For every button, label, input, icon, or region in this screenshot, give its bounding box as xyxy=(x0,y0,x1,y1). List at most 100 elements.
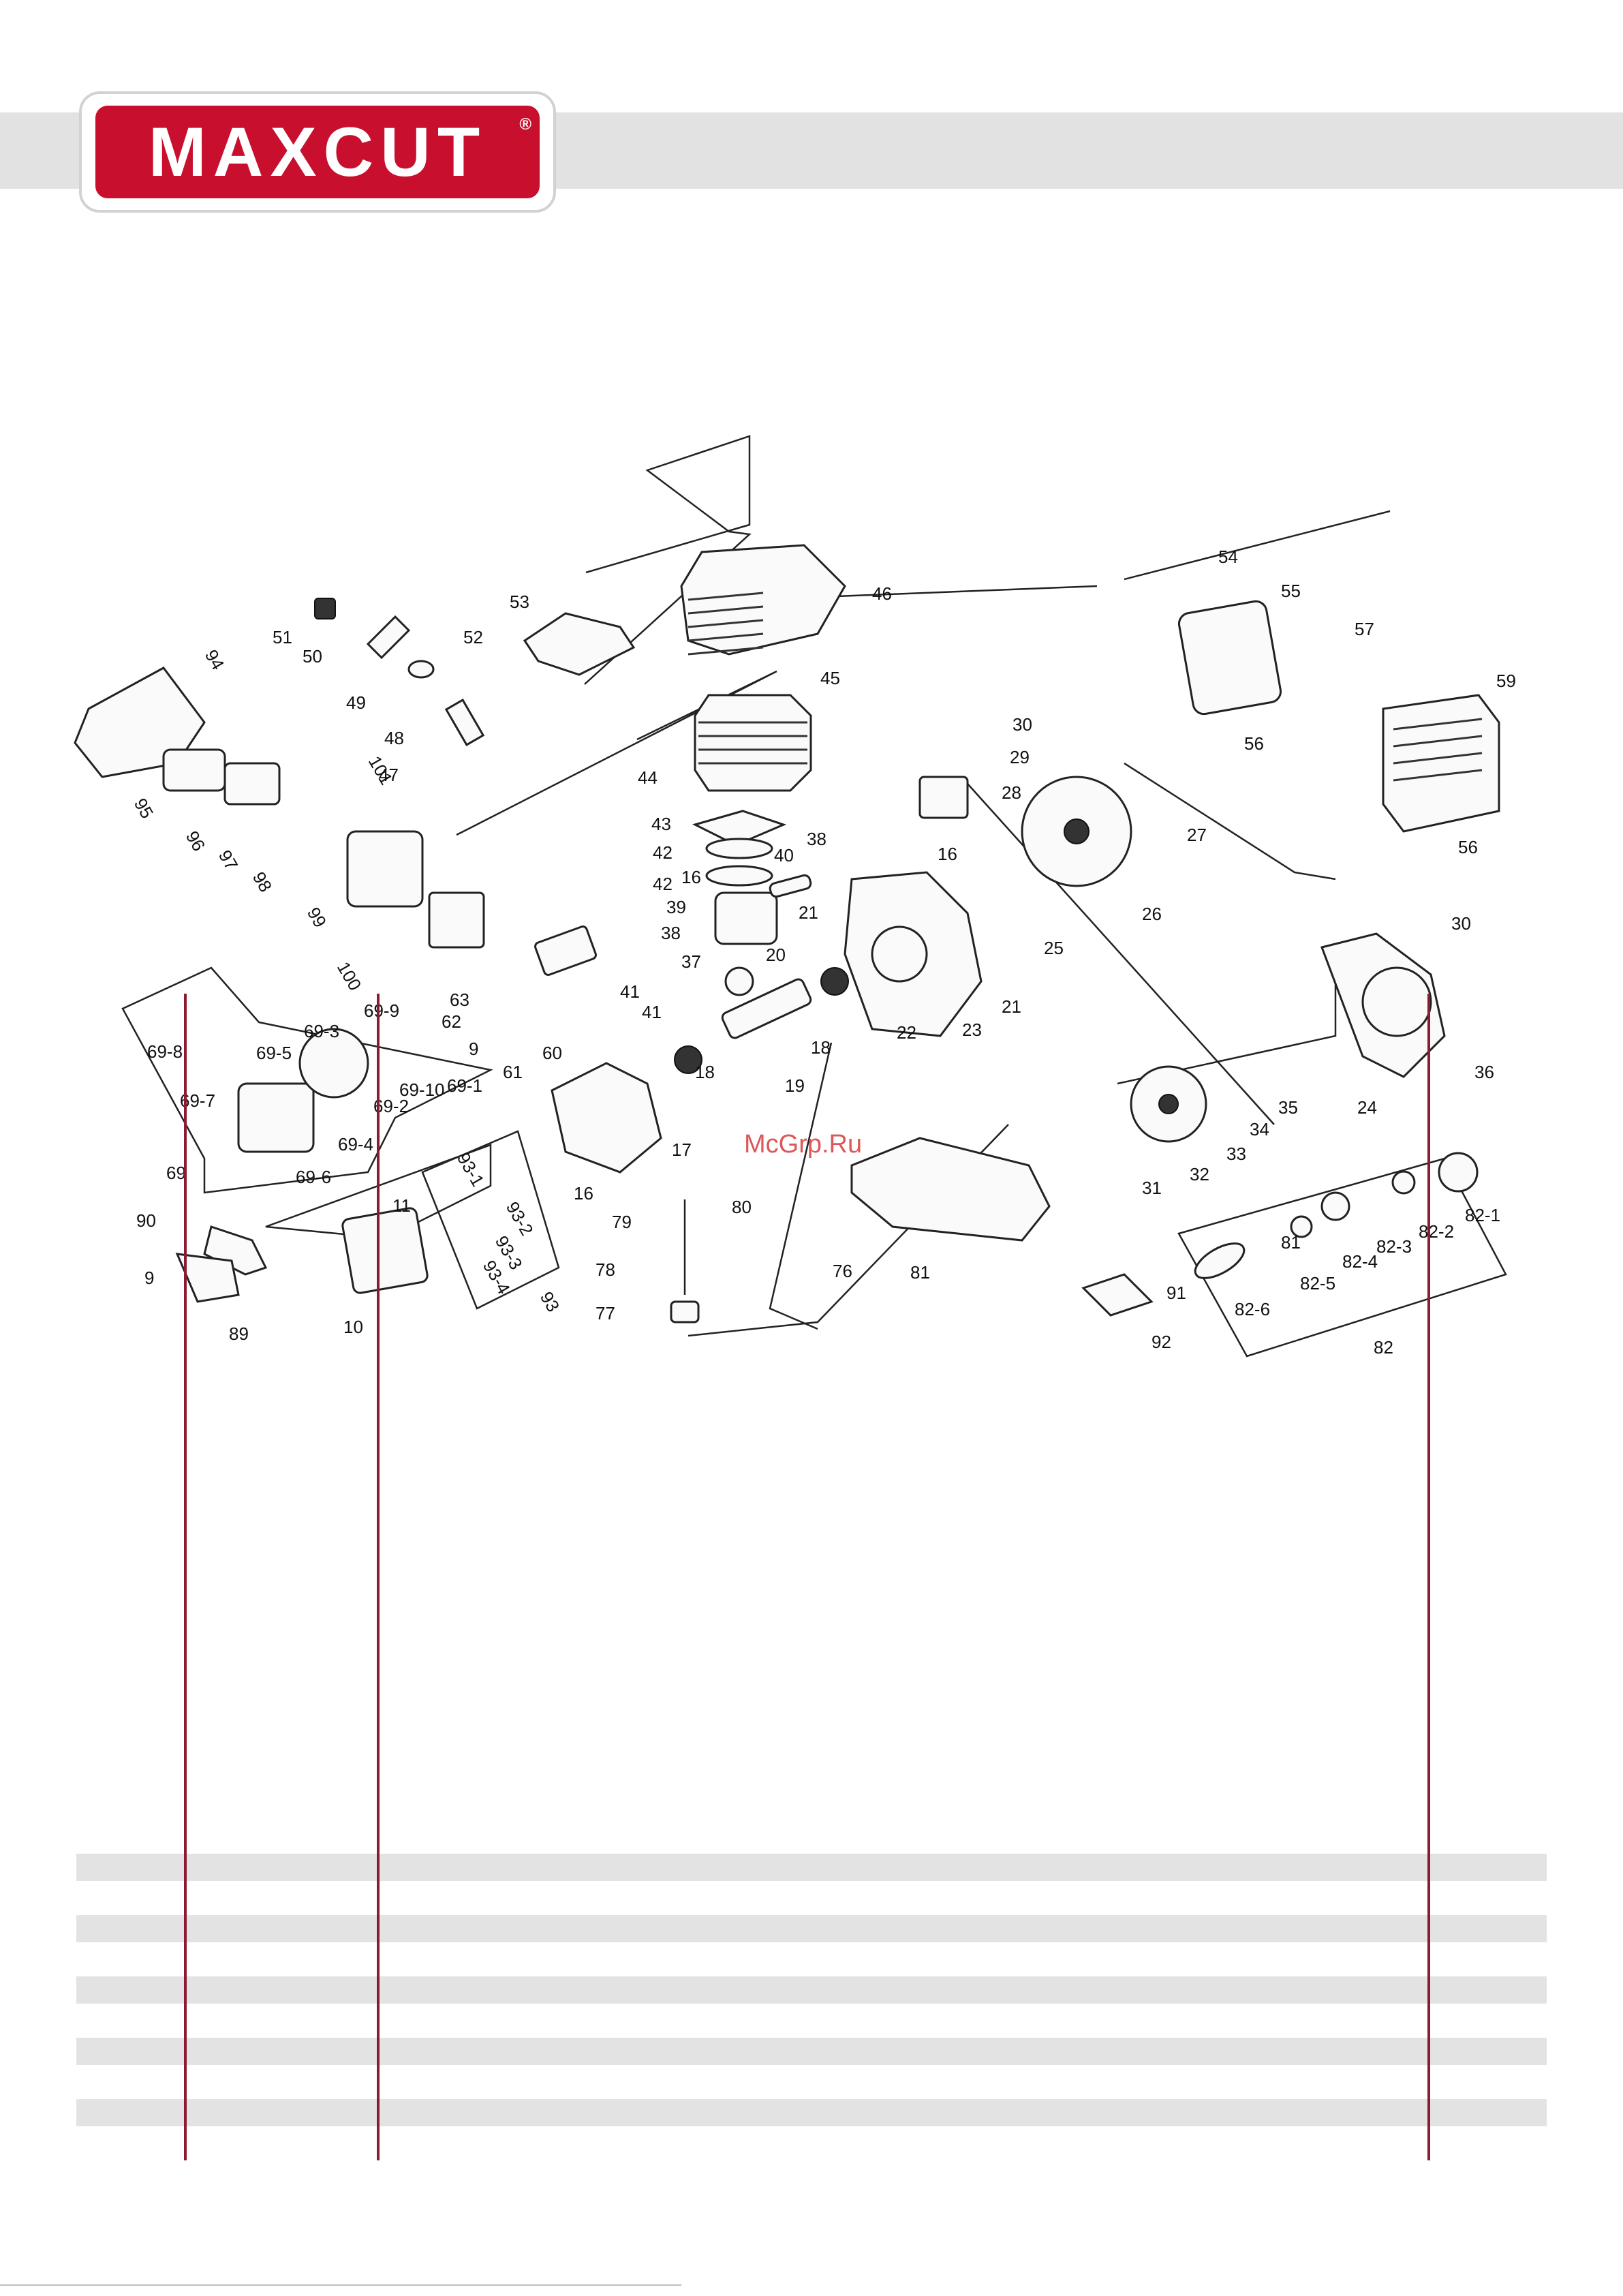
svg-text:82-3: 82-3 xyxy=(1376,1236,1412,1257)
svg-text:28: 28 xyxy=(1002,782,1021,803)
svg-text:92: 92 xyxy=(1151,1332,1171,1352)
svg-text:41: 41 xyxy=(620,981,640,1002)
svg-text:19: 19 xyxy=(785,1075,805,1096)
svg-text:76: 76 xyxy=(833,1261,852,1281)
svg-text:96: 96 xyxy=(182,827,209,855)
part-40-pin xyxy=(769,874,812,898)
svg-text:51: 51 xyxy=(273,627,292,647)
svg-text:21: 21 xyxy=(1002,996,1021,1017)
svg-text:69-5: 69-5 xyxy=(256,1043,292,1063)
part-23-crankcase xyxy=(844,871,983,1037)
svg-text:61: 61 xyxy=(503,1062,523,1082)
svg-text:80: 80 xyxy=(732,1197,752,1217)
part-51-cap xyxy=(314,598,336,619)
part-82-hardware xyxy=(1194,1170,1416,1279)
part-42-rings xyxy=(705,838,773,887)
svg-text:45: 45 xyxy=(820,668,840,688)
part-17-crankcase xyxy=(551,1062,662,1174)
svg-text:69-1: 69-1 xyxy=(447,1075,482,1096)
svg-text:56: 56 xyxy=(1458,837,1478,857)
svg-text:18: 18 xyxy=(695,1062,715,1082)
svg-text:29: 29 xyxy=(1010,747,1030,767)
svg-text:69-4: 69-4 xyxy=(338,1134,373,1154)
part-50-boot xyxy=(366,615,411,660)
svg-text:54: 54 xyxy=(1218,547,1238,567)
part-96-filter-plate xyxy=(223,762,281,806)
part-99-air-box xyxy=(346,830,424,908)
svg-text:59: 59 xyxy=(1496,671,1516,691)
svg-text:100: 100 xyxy=(333,958,366,994)
part-95-filter xyxy=(162,748,226,792)
svg-text:38: 38 xyxy=(807,829,826,849)
table-column-divider xyxy=(377,994,380,2160)
part-number-labels-rotated: 94 95 96 97 98 99 100 101 93 93-1 93-2 9… xyxy=(130,646,563,1315)
svg-text:69: 69 xyxy=(166,1163,186,1183)
watermark: McGrp.Ru xyxy=(744,1130,863,1159)
svg-text:69-6: 69-6 xyxy=(296,1167,331,1187)
part-82-1-drum xyxy=(1438,1152,1479,1193)
svg-text:93-1: 93-1 xyxy=(453,1149,489,1190)
part-46-cylinder-cover xyxy=(680,544,846,656)
part-36-fan-housing xyxy=(1320,932,1446,1078)
part-39-piston xyxy=(714,891,778,945)
part-78-fuel-pickup xyxy=(670,1199,700,1323)
svg-text:50: 50 xyxy=(303,646,322,667)
svg-text:24: 24 xyxy=(1357,1097,1377,1118)
svg-text:9: 9 xyxy=(144,1268,154,1288)
part-59-muffler-cover xyxy=(1382,694,1500,833)
part-47-spark-plug xyxy=(444,698,485,747)
svg-text:55: 55 xyxy=(1281,581,1301,601)
svg-text:10: 10 xyxy=(343,1317,363,1337)
svg-text:48: 48 xyxy=(384,728,404,748)
svg-text:82: 82 xyxy=(1374,1337,1393,1358)
table-row xyxy=(76,2099,1547,2126)
table-column-divider xyxy=(1427,994,1430,2160)
svg-text:57: 57 xyxy=(1355,619,1374,639)
part-52-cover xyxy=(523,612,636,676)
svg-text:69-10: 69-10 xyxy=(399,1080,445,1100)
svg-text:69-9: 69-9 xyxy=(364,1000,399,1021)
svg-text:32: 32 xyxy=(1190,1164,1209,1184)
svg-text:33: 33 xyxy=(1226,1144,1246,1164)
svg-text:40: 40 xyxy=(774,845,794,866)
svg-text:82-4: 82-4 xyxy=(1342,1251,1378,1272)
svg-text:35: 35 xyxy=(1278,1097,1298,1118)
svg-text:91: 91 xyxy=(1166,1283,1186,1303)
svg-text:81: 81 xyxy=(910,1262,930,1283)
table-row xyxy=(76,1854,1547,1881)
svg-text:26: 26 xyxy=(1142,904,1162,924)
svg-text:46: 46 xyxy=(872,583,892,604)
svg-text:16: 16 xyxy=(681,867,701,887)
part-81-fuel-tank xyxy=(850,1137,1051,1242)
part-92-bracket xyxy=(1081,1273,1154,1317)
svg-text:82-1: 82-1 xyxy=(1465,1205,1500,1225)
svg-text:18: 18 xyxy=(811,1037,831,1058)
table-row xyxy=(76,1915,1547,1942)
svg-text:47: 47 xyxy=(379,765,399,785)
part-44-cylinder xyxy=(694,694,812,792)
svg-text:42: 42 xyxy=(653,874,673,894)
svg-text:99: 99 xyxy=(303,904,330,931)
svg-text:22: 22 xyxy=(897,1022,916,1043)
svg-text:97: 97 xyxy=(215,846,242,874)
registered-mark: ® xyxy=(519,115,531,134)
svg-text:27: 27 xyxy=(1187,825,1207,845)
svg-text:79: 79 xyxy=(612,1212,632,1232)
svg-text:30: 30 xyxy=(1013,714,1032,735)
svg-text:93: 93 xyxy=(536,1288,563,1315)
svg-text:62: 62 xyxy=(442,1011,461,1032)
svg-text:17: 17 xyxy=(672,1139,692,1160)
part-69-starter xyxy=(237,1028,369,1153)
svg-text:42: 42 xyxy=(653,842,673,863)
svg-text:69-8: 69-8 xyxy=(147,1041,183,1062)
svg-text:95: 95 xyxy=(130,795,157,822)
svg-text:60: 60 xyxy=(542,1043,562,1063)
svg-text:78: 78 xyxy=(596,1259,615,1280)
svg-text:9: 9 xyxy=(469,1039,478,1059)
svg-text:37: 37 xyxy=(681,951,701,972)
part-18-bearing-left xyxy=(674,1045,702,1074)
svg-text:38: 38 xyxy=(661,923,681,943)
svg-text:11: 11 xyxy=(392,1195,411,1216)
